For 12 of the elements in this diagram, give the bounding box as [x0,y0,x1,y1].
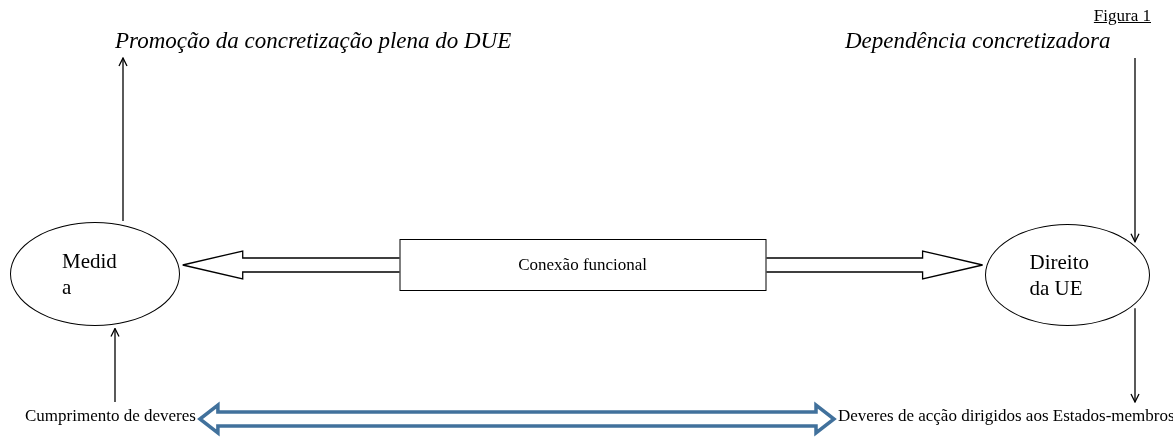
arrow [118,57,128,222]
text-label: Promoção da concretização plena do DUE [115,28,512,54]
text-label: Dependência concretizadora [845,28,1111,54]
ellipse-label: Direito da UE [1029,248,1090,302]
arrow [1130,307,1140,403]
arrow [1130,57,1140,243]
arrow [110,327,120,403]
text-label: Cumprimento de deveres [25,406,196,426]
edge-label: Conexão funcional [399,239,767,291]
ellipse-label: Medid a [62,247,118,301]
figure-number: Figura 1 [1093,6,1151,26]
block-arrow [197,401,837,437]
